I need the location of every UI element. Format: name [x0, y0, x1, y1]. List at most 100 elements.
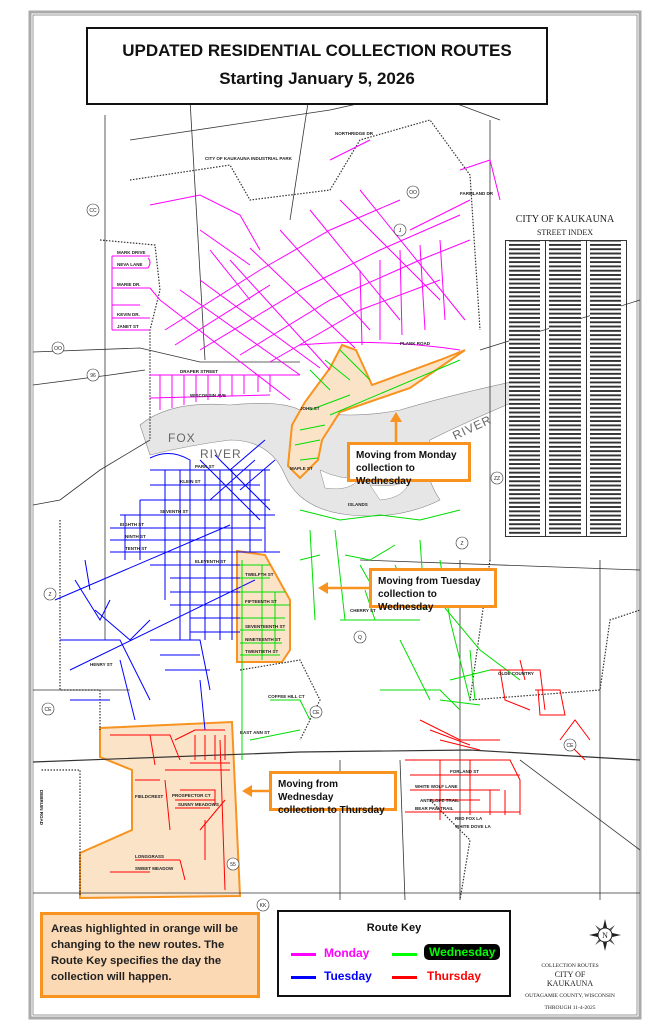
street-label: KEVIN DR.	[117, 312, 140, 317]
svg-text:CE: CE	[567, 743, 575, 749]
svg-text:Z: Z	[460, 541, 463, 547]
route-marker: Z	[455, 536, 469, 550]
route-key-title: Route Key	[366, 922, 422, 934]
svg-text:N: N	[602, 931, 608, 940]
credit-date: THROUGH 11-4-2025	[544, 1005, 596, 1011]
compass-rose-icon: N	[589, 919, 621, 951]
credit-city-name: KAUKAUNA	[546, 979, 594, 988]
street-label: TWENTIETH ST	[245, 649, 278, 654]
highlight-note: Areas highlighted in orange will be chan…	[40, 912, 260, 998]
street-label: DRAPER STREET	[180, 369, 218, 374]
callout-text: Moving from Wednesday	[278, 779, 338, 803]
tuesday-routes	[54, 439, 280, 731]
street-label: ANTELOPE TRAIL	[420, 798, 459, 803]
street-label: DEBRUIN ROAD	[39, 790, 44, 826]
callout-arrows	[242, 412, 402, 797]
street-index-column	[586, 241, 626, 536]
page-subtitle: Starting January 5, 2026	[219, 69, 415, 88]
svg-text:OO: OO	[409, 190, 417, 196]
highlight-wednesday-to-thursday	[79, 720, 242, 900]
street-label: FARMLAND DR	[460, 191, 494, 196]
monday-swatch	[291, 953, 316, 956]
street-label: COFFEE HILL CT	[268, 694, 305, 699]
route-marker: CE	[563, 738, 577, 752]
tuesday-swatch	[291, 976, 316, 979]
street-label: MARK DRIVE	[117, 250, 146, 255]
river-label: FOX	[168, 431, 196, 445]
street-label: OLDE COUNTRY	[498, 671, 534, 676]
street-index-column	[506, 241, 547, 536]
base-roads	[32, 89, 641, 901]
route-key: Route Key Monday Wednesday Tuesday Thurs…	[277, 910, 511, 997]
street-label: CHERRY ST	[350, 608, 376, 613]
street-label: JOHN ST	[300, 406, 320, 411]
street-index-title: CITY OF KAUKAUNA	[515, 214, 615, 225]
street-label: RED FOX LA	[455, 816, 483, 821]
route-marker: CC	[86, 203, 100, 217]
credit-city-of: CITY OF	[554, 970, 586, 979]
thursday-routes	[110, 659, 591, 891]
street-label: WHITE DOVE LA	[455, 824, 491, 829]
wednesday-label: Wednesday	[424, 944, 501, 960]
street-label: KLEIN ST	[180, 479, 201, 484]
svg-text:Q: Q	[358, 635, 362, 641]
svg-text:OO: OO	[54, 346, 62, 352]
callout-text: collection to Wednesday	[356, 463, 415, 487]
islands-label: ISLANDS	[348, 502, 368, 507]
route-marker: 96	[86, 368, 100, 382]
street-label: PROSPECTOR CT	[172, 793, 211, 798]
page-title: UPDATED RESIDENTIAL COLLECTION ROUTES	[122, 41, 512, 60]
callout-monday-to-wednesday: Moving from Monday collection to Wednesd…	[347, 442, 471, 487]
street-label: PARK ST	[195, 464, 215, 469]
route-marker: Q	[353, 630, 367, 644]
street-label: NINETEENTH ST	[245, 637, 281, 642]
street-label: TWELFTH ST	[245, 572, 274, 577]
street-label: NORTHRIDGE DR	[335, 131, 374, 136]
svg-text:Z: Z	[48, 592, 51, 598]
street-index-subtitle: STREET INDEX	[536, 228, 594, 237]
street-label: WHITE WOLF LANE	[415, 784, 458, 789]
street-label: CITY OF KAUKAUNA INDUSTRIAL PARK	[205, 156, 293, 161]
callout-tuesday-to-wednesday: Moving from Tuesday collection to Wednes…	[369, 568, 497, 613]
street-label: SEVENTH ST	[160, 509, 189, 514]
street-label: JANET ST	[117, 324, 139, 329]
street-label: HENRY ST	[90, 662, 113, 667]
map-frame	[28, 10, 642, 1020]
callout-wednesday-to-thursday: Moving from Wednesday collection to Thur…	[269, 771, 397, 816]
highlight-monday-to-wednesday	[286, 343, 466, 480]
svg-text:96: 96	[90, 373, 96, 379]
svg-text:CC: CC	[89, 208, 97, 214]
street-label: MAPLE ST	[290, 466, 313, 471]
svg-text:CE: CE	[313, 710, 321, 716]
credit-collection-routes: COLLECTION ROUTES	[541, 963, 599, 969]
monday-routes	[111, 139, 501, 410]
fox-river	[139, 379, 531, 517]
street-index-table	[505, 240, 627, 537]
street-label: FORLAND ST	[450, 769, 479, 774]
svg-text:KK: KK	[260, 903, 267, 909]
county-road-markers: CC OO 96 OO J ZZ Z Z Q CE CE CE 55 KK	[41, 185, 577, 912]
route-marker: OO	[51, 341, 65, 355]
route-marker: CE	[41, 702, 55, 716]
street-label: WISCONSIN AVE	[190, 393, 226, 398]
street-label: MARIE DR.	[117, 282, 141, 287]
street-label: LONGGRASS	[135, 854, 164, 859]
route-marker: ZZ	[490, 471, 504, 485]
callout-text: Moving from Tuesday	[378, 576, 481, 587]
street-index-column	[546, 241, 587, 536]
street-label: FIELDCREST	[135, 794, 164, 799]
credit-county: OUTAGAMIE COUNTY, WISCONSIN	[525, 993, 615, 999]
street-label: PLANK ROAD	[400, 341, 431, 346]
thursday-label: Thursday	[427, 969, 482, 983]
route-marker: CE	[309, 705, 323, 719]
route-marker: OO	[406, 185, 420, 199]
street-labels: DRAPER STREET PLANK ROAD MARK DRIVE NEVA…	[39, 131, 534, 871]
route-marker: Z	[43, 587, 57, 601]
title-box: UPDATED RESIDENTIAL COLLECTION ROUTES St…	[86, 27, 548, 105]
svg-text:J: J	[399, 228, 402, 234]
street-label: NINTH ST	[125, 534, 146, 539]
svg-text:CE: CE	[45, 707, 53, 713]
svg-text:55: 55	[230, 862, 236, 868]
boundary-lines	[40, 119, 641, 901]
